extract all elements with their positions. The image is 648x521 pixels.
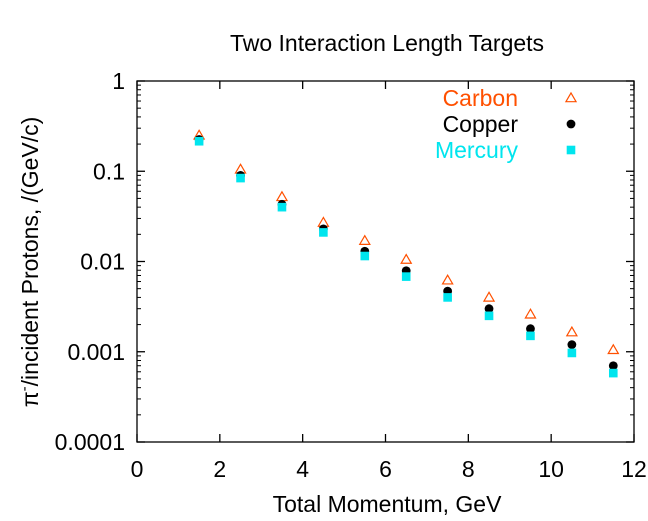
data-point-carbon bbox=[565, 325, 578, 337]
y-axis-label-superscript: - bbox=[16, 386, 33, 391]
data-point-mercury bbox=[401, 272, 411, 281]
x-tick-label: 6 bbox=[379, 456, 392, 482]
data-point-mercury bbox=[319, 228, 328, 237]
data-point-carbon bbox=[524, 308, 537, 319]
data-point-mercury bbox=[443, 293, 452, 302]
x-tick-label: 10 bbox=[538, 456, 564, 482]
x-axis-label: Total Momentum, GeV bbox=[273, 491, 502, 517]
data-point-carbon bbox=[482, 291, 496, 302]
series-copper bbox=[194, 135, 618, 371]
data-point-mercury bbox=[360, 251, 370, 261]
plot-frame bbox=[136, 80, 635, 443]
y-tick-label: 0.001 bbox=[67, 339, 125, 365]
y-axis-label-rest: /incident Protons, /(GeV/c) bbox=[17, 117, 43, 387]
data-point-carbon bbox=[275, 190, 289, 202]
y-axis-label-symbol: π bbox=[17, 391, 43, 407]
legend-marker-carbon bbox=[564, 91, 578, 103]
y-tick-label: 0.01 bbox=[80, 249, 125, 275]
data-point-mercury bbox=[236, 173, 245, 183]
data-point-copper bbox=[526, 324, 535, 334]
legend-marker-mercury bbox=[566, 145, 576, 155]
data-point-mercury bbox=[277, 202, 287, 212]
data-point-mercury bbox=[194, 136, 204, 146]
legend-label-carbon: Carbon bbox=[443, 85, 518, 111]
y-tick-label: 0.0001 bbox=[55, 429, 125, 455]
data-point-copper bbox=[567, 340, 577, 350]
x-tick-label: 12 bbox=[621, 456, 647, 482]
chart-title: Two Interaction Length Targets bbox=[230, 30, 544, 56]
series-mercury bbox=[194, 136, 618, 378]
data-point-mercury bbox=[608, 368, 618, 378]
y-tick-label: 0.1 bbox=[93, 158, 125, 184]
series-carbon bbox=[193, 129, 620, 355]
y-tick-label: 1 bbox=[112, 68, 125, 94]
data-point-copper bbox=[484, 304, 494, 314]
data-point-mercury bbox=[526, 331, 535, 341]
legend-marker-copper bbox=[566, 119, 576, 129]
x-tick-label: 0 bbox=[131, 456, 144, 482]
data-point-carbon bbox=[441, 273, 454, 285]
data-series bbox=[193, 129, 620, 378]
data-point-copper bbox=[608, 361, 618, 371]
y-axis-ticks: 1 0.1 0.01 0.001 0.0001 bbox=[55, 68, 634, 455]
data-point-carbon bbox=[400, 253, 413, 264]
data-point-carbon bbox=[607, 343, 620, 355]
x-tick-label: 2 bbox=[213, 456, 226, 482]
data-point-carbon bbox=[358, 234, 371, 245]
data-point-mercury bbox=[484, 311, 494, 321]
x-axis-ticks: 0 2 4 6 8 10 12 bbox=[131, 81, 647, 482]
data-point-mercury bbox=[567, 348, 577, 358]
legend-label-mercury: Mercury bbox=[435, 137, 519, 163]
y-axis-label: π-/incident Protons, /(GeV/c) bbox=[16, 117, 43, 408]
legend-label-copper: Copper bbox=[443, 111, 519, 137]
x-tick-label: 4 bbox=[296, 456, 309, 482]
x-tick-label: 8 bbox=[462, 456, 475, 482]
